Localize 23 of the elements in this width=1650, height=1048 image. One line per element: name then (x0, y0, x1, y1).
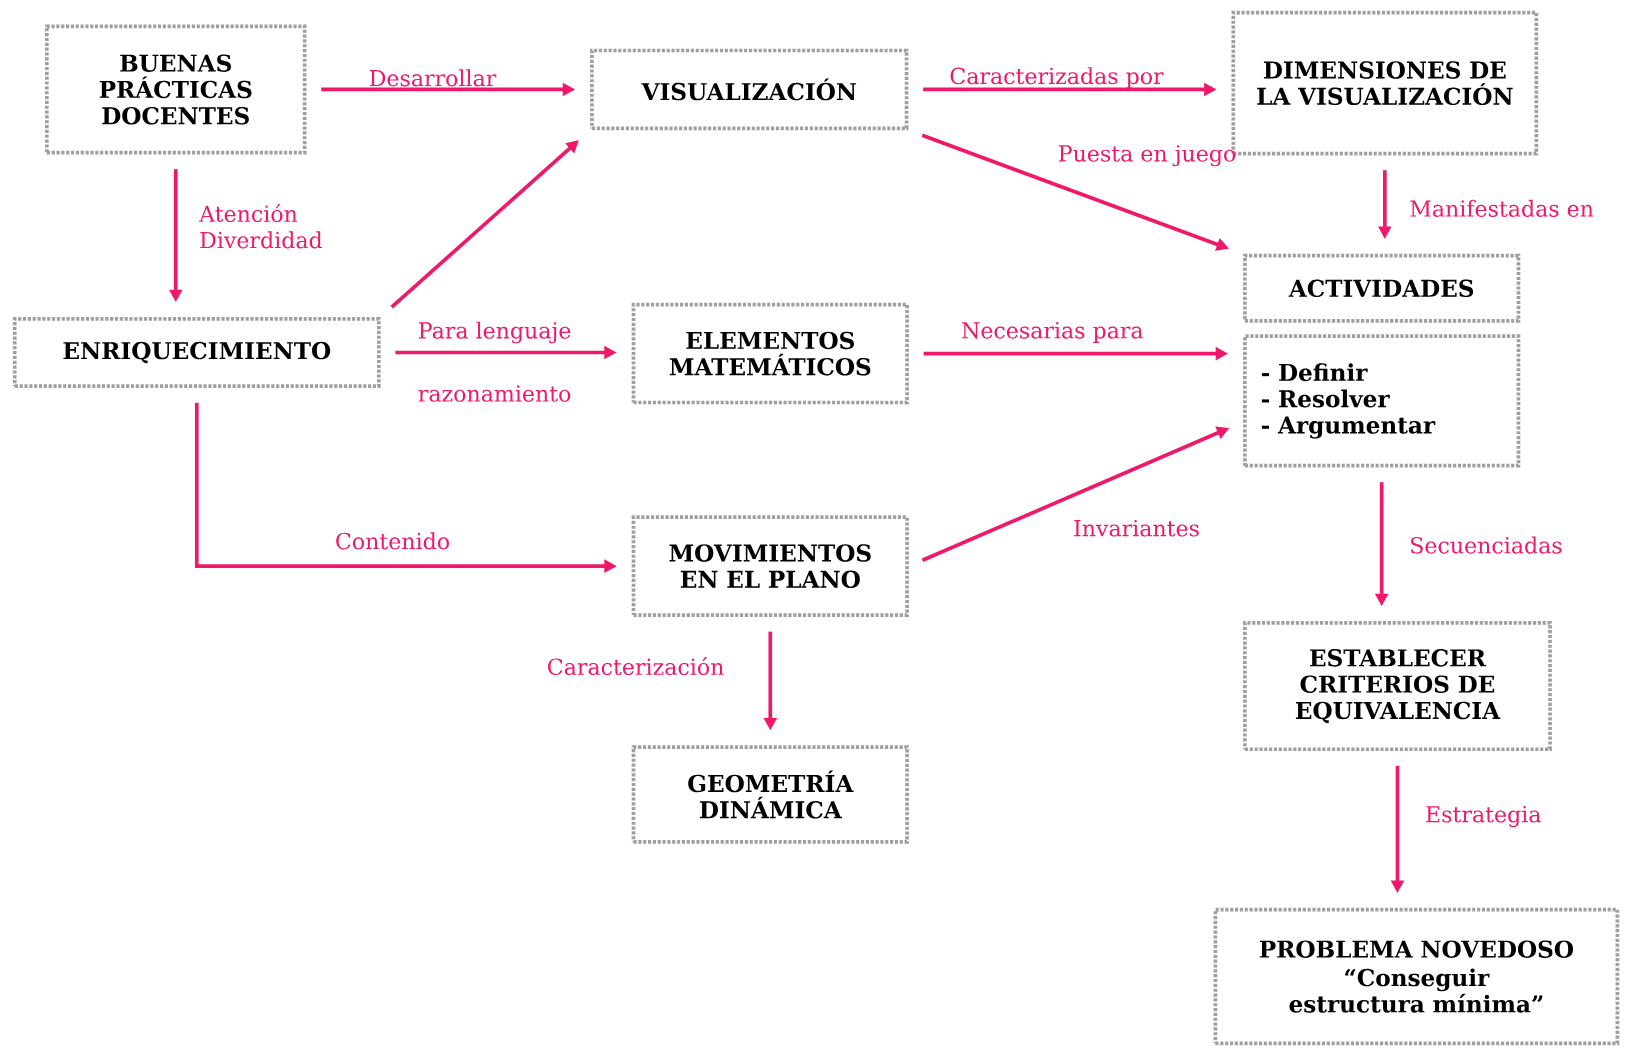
edge-label: Caracterizadas por (950, 67, 1164, 89)
process-box: MOVIMIENTOS EN EL PLANO (631, 515, 909, 617)
arrow (390, 140, 579, 309)
process-box: ELEMENTOS MATEMÁTICOS (631, 302, 909, 405)
edge-label: Caracterización (548, 657, 724, 676)
line-label: razonamiento (418, 385, 571, 402)
edge-label: Estrategia (1426, 805, 1541, 828)
edge-label: Secuenciadas (1411, 536, 1562, 554)
edge-label: Necesarias para (962, 322, 1143, 343)
process-box: ESTABLECER CRITERIOS DE EQUIVALENCIA (1243, 621, 1552, 752)
process-box: BUENAS PRÁCTICAS DOCENTES (45, 24, 307, 155)
process-box: ENRIQUECIMIENTO (12, 316, 381, 388)
edge-label: Manifestadas en (1410, 199, 1594, 217)
edge-label: Contenido (336, 532, 449, 550)
edge-label: Para lenguaje (418, 321, 571, 344)
edge-label: Invariantes (1074, 519, 1199, 537)
process-box: ACTIVIDADES (1243, 253, 1521, 323)
process-box: - Definir - Resolver - Argumentar (1243, 334, 1521, 468)
edge-label: Atención Diverdidad (198, 204, 323, 249)
process-box: PROBLEMA NOVEDOSO “Conseguir estructura mínima” (1213, 907, 1620, 1046)
process-box: VISUALIZACIÓN (590, 48, 909, 131)
edge-label: Desarrollar (369, 69, 497, 87)
process-box: GEOMETRÍA DINÁMICA (631, 745, 909, 844)
